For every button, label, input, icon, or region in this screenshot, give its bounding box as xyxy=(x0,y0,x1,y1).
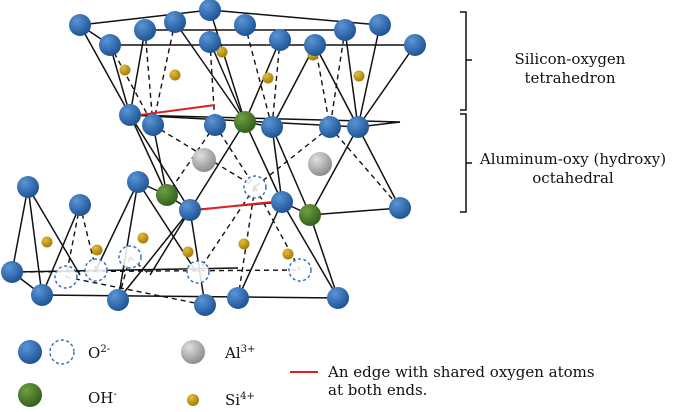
tetrahedron-label-line2: tetrahedron xyxy=(524,69,616,87)
hydroxyl-atoms xyxy=(156,111,321,226)
legend-shared-edge-line1: An edge with shared oxygen atoms xyxy=(328,363,595,381)
octahedral-label-line1: Aluminum-oxy (hydroxy) xyxy=(479,150,667,168)
legend-aluminum-charge: 3+ xyxy=(240,344,256,355)
upper-tetrahedral-dashed-bonds xyxy=(109,21,346,128)
legend-hydroxyl-icon xyxy=(18,383,42,407)
legend-aluminum-icon xyxy=(181,340,205,364)
sheet-brackets xyxy=(460,11,472,213)
legend-aluminum-symbol: Al xyxy=(225,344,241,362)
legend-silicon-symbol: Si xyxy=(225,391,241,409)
aluminum-atoms xyxy=(192,148,332,176)
shared-edges xyxy=(139,104,273,211)
legend-hydroxyl-label: OH- xyxy=(88,389,117,407)
octahedral-label: Aluminum-oxy (hydroxy) octahedral xyxy=(478,150,668,188)
legend-oxygen-symbol: O xyxy=(88,344,101,362)
oxygen-atoms xyxy=(1,0,426,316)
legend-shared-edge-line2: at both ends. xyxy=(328,381,428,399)
legend-oxygen-solid-icon xyxy=(18,340,42,364)
legend-silicon-icon xyxy=(187,394,199,406)
legend-symbols xyxy=(18,339,318,407)
legend-oxygen-label: O2- xyxy=(88,344,110,362)
legend-hydroxyl-charge: - xyxy=(113,389,117,400)
tetrahedron-label-line1: Silicon-oxygen xyxy=(514,50,626,68)
legend-oxygen-dashed-icon xyxy=(49,339,75,365)
octahedral-dashed-bonds xyxy=(152,124,401,209)
legend-hydroxyl-symbol: OH xyxy=(88,389,114,407)
legend-aluminum-label: Al3+ xyxy=(225,344,255,362)
tetrahedron-label: Silicon-oxygen tetrahedron xyxy=(490,50,650,88)
legend-oxygen-charge: 2- xyxy=(100,344,111,355)
lower-tetrahedral-bonds xyxy=(11,181,339,306)
octahedral-label-line2: octahedral xyxy=(532,169,614,187)
legend-silicon-charge: 4+ xyxy=(240,391,255,402)
legend-silicon-label: Si4+ xyxy=(225,391,255,409)
legend-shared-edge-label: An edge with shared oxygen atoms at both… xyxy=(328,363,595,399)
oxygen-back-atoms xyxy=(54,175,312,289)
